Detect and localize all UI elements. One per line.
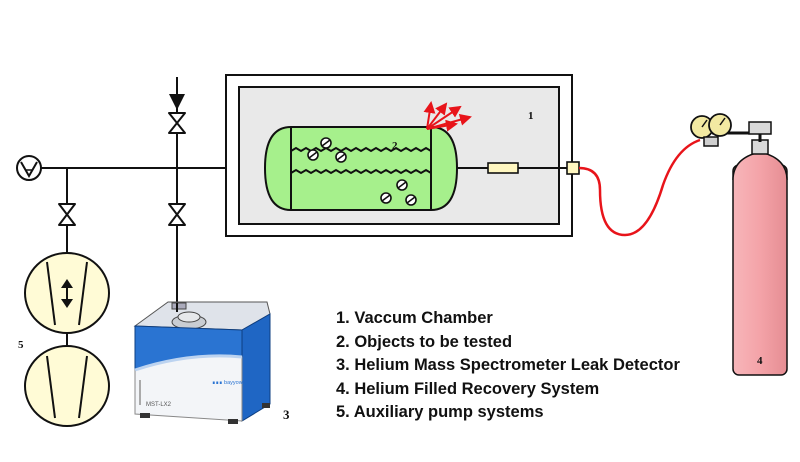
pressure-gauge [16,155,42,181]
detector-brand-logo: ∎∎∎ bayyow [212,380,243,386]
auxiliary-pump-upper [24,252,110,334]
helium-cylinder [732,139,788,376]
leak-detector-machine [133,301,271,424]
auxiliary-pump-lower [24,345,110,427]
legend: 1. Vaccum Chamber 2. Objects to be teste… [336,307,680,425]
legend-item-objects: 2. Objects to be tested [336,332,513,351]
helium-leak-arrows [423,101,472,132]
valve-middle[interactable] [168,203,186,226]
label-cylinder: 4 [757,355,763,367]
valve-top[interactable] [168,112,186,134]
label-chamber: 1 [528,110,534,122]
legend-item-cylinder: 4. Helium Filled Recovery System [336,379,600,398]
label-detector: 3 [283,407,290,422]
detector-model-label: MST-LX2 [146,402,172,408]
legend-item-pumps: 5. Auxiliary pump systems [336,403,544,421]
pressure-regulator [690,113,772,147]
chamber-feedthrough [457,161,580,175]
legend-item-chamber: 1. Vaccum Chamber [336,309,493,327]
label-objects: 2 [392,140,398,152]
test-vessel [263,126,459,211]
valve-left[interactable] [58,203,76,226]
label-pumps: 5 [18,339,24,351]
legend-item-detector: 3. Helium Mass Spectrometer Leak Detecto… [336,356,680,374]
helium-hose [578,138,701,237]
